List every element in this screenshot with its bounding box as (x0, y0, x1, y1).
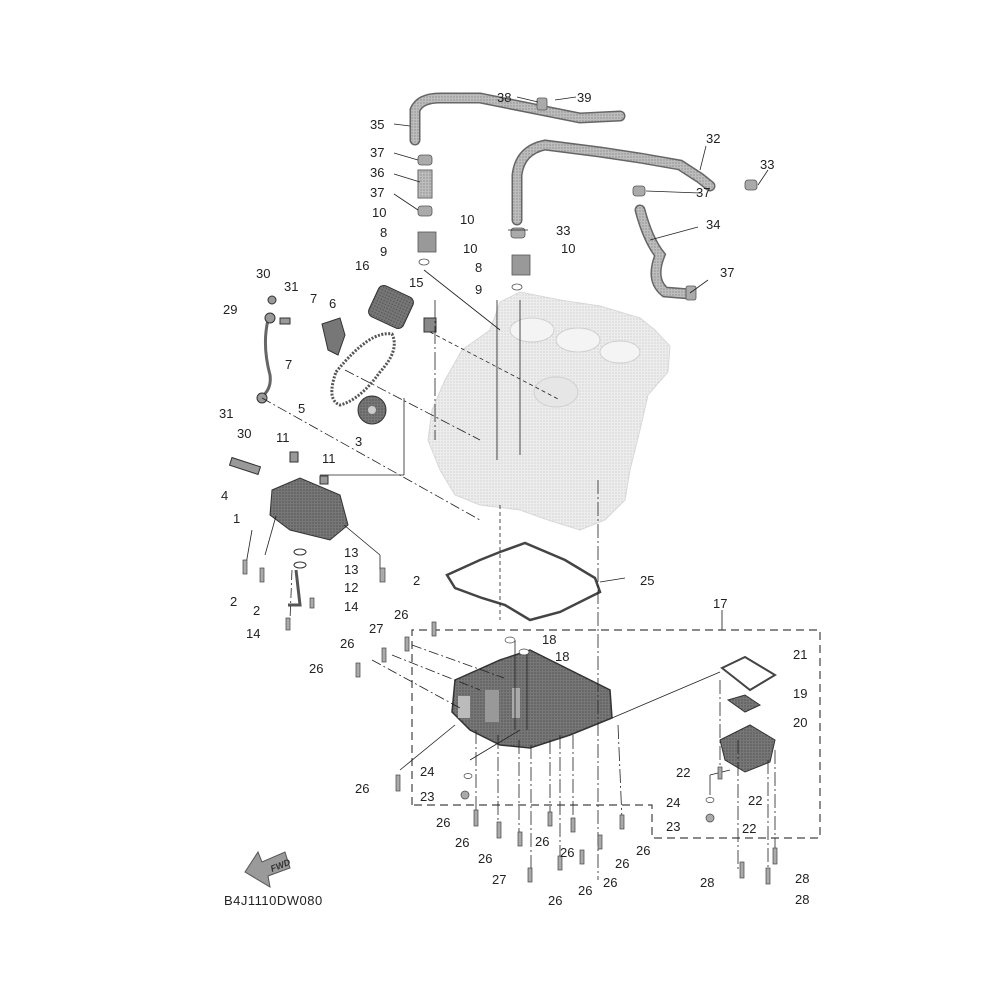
callout-26[interactable]: 26 (355, 781, 370, 796)
callout-2[interactable]: 2 (413, 573, 421, 588)
callout-26[interactable]: 26 (548, 893, 563, 908)
callout-9[interactable]: 9 (380, 244, 388, 259)
callout-31[interactable]: 31 (219, 406, 234, 421)
callout-33[interactable]: 33 (760, 157, 775, 172)
callout-26[interactable]: 26 (340, 636, 355, 651)
callout-35[interactable]: 35 (370, 117, 385, 132)
callout-27[interactable]: 27 (492, 872, 507, 887)
callout-15[interactable]: 15 (409, 275, 424, 290)
callout-5[interactable]: 5 (298, 401, 306, 416)
callout-9[interactable]: 9 (475, 282, 483, 297)
clamps (417, 97, 758, 301)
callout-37[interactable]: 37 (370, 145, 385, 160)
callout-28[interactable]: 28 (795, 871, 810, 886)
callout-17[interactable]: 17 (713, 596, 728, 611)
callout-26[interactable]: 26 (309, 661, 324, 676)
callout-7[interactable]: 7 (310, 291, 318, 306)
callout-29[interactable]: 29 (223, 302, 238, 317)
callout-38[interactable]: 38 (497, 90, 512, 105)
callout-10[interactable]: 10 (460, 212, 475, 227)
callout-10[interactable]: 10 (561, 241, 576, 256)
callout-37[interactable]: 37 (696, 185, 711, 200)
callout-26[interactable]: 26 (535, 834, 550, 849)
callout-26[interactable]: 26 (478, 851, 493, 866)
assembly-17-boundary (411, 629, 821, 839)
callout-22[interactable]: 22 (742, 821, 757, 836)
callout-7[interactable]: 7 (285, 357, 293, 372)
callout-11[interactable]: 11 (276, 430, 290, 445)
breather-hoses (409, 92, 716, 300)
callout-26[interactable]: 26 (436, 815, 451, 830)
callout-25[interactable]: 25 (640, 573, 655, 588)
callout-37[interactable]: 37 (370, 185, 385, 200)
callout-18[interactable]: 18 (555, 649, 570, 664)
callout-22[interactable]: 22 (748, 793, 763, 808)
forward-direction-arrow: FWD (244, 850, 292, 888)
callout-10[interactable]: 10 (372, 205, 387, 220)
callout-36[interactable]: 36 (370, 165, 385, 180)
callout-11[interactable]: 11 (322, 451, 336, 466)
callout-27[interactable]: 27 (369, 621, 384, 636)
callout-34[interactable]: 34 (706, 217, 721, 232)
crankcase (427, 291, 671, 531)
callout-22[interactable]: 22 (676, 765, 691, 780)
callout-10[interactable]: 10 (463, 241, 478, 256)
callout-13[interactable]: 13 (344, 545, 359, 560)
callout-24[interactable]: 24 (666, 795, 681, 810)
callout-20[interactable]: 20 (793, 715, 808, 730)
callout-8[interactable]: 8 (475, 260, 483, 275)
callout-4[interactable]: 4 (221, 488, 229, 503)
leader-lines (244, 96, 776, 880)
callout-2[interactable]: 2 (230, 594, 238, 609)
callout-13[interactable]: 13 (344, 562, 359, 577)
callout-37[interactable]: 37 (720, 265, 735, 280)
callout-26[interactable]: 26 (455, 835, 470, 850)
callout-23[interactable]: 23 (420, 789, 435, 804)
callout-30[interactable]: 30 (237, 426, 252, 441)
hose-36 (417, 169, 433, 199)
callout-26[interactable]: 26 (615, 856, 630, 871)
strainer-assembly (719, 655, 777, 773)
oil-pump (228, 451, 349, 607)
callout-2[interactable]: 2 (253, 603, 261, 618)
callout-1[interactable]: 1 (233, 511, 241, 526)
callout-39[interactable]: 39 (577, 90, 592, 105)
callout-28[interactable]: 28 (700, 875, 715, 890)
drive-chain (330, 332, 396, 425)
callout-26[interactable]: 26 (603, 875, 618, 890)
diagram-code: B4J1110DW080 (224, 893, 323, 908)
callout-26[interactable]: 26 (636, 843, 651, 858)
callout-26[interactable]: 26 (394, 607, 409, 622)
callout-26[interactable]: 26 (560, 845, 575, 860)
callout-14[interactable]: 14 (246, 626, 261, 641)
oil-pan-gasket (445, 541, 602, 622)
callout-16[interactable]: 16 (355, 258, 370, 273)
callout-21[interactable]: 21 (793, 647, 808, 662)
callout-18[interactable]: 18 (542, 632, 557, 647)
chain-guide-and-oil-line (256, 295, 346, 404)
fasteners (242, 559, 778, 885)
callout-28[interactable]: 28 (795, 892, 810, 907)
callout-31[interactable]: 31 (284, 279, 299, 294)
oil-filter (368, 285, 437, 333)
callout-24[interactable]: 24 (420, 764, 435, 779)
callout-26[interactable]: 26 (578, 883, 593, 898)
callout-14[interactable]: 14 (344, 599, 359, 614)
callout-3[interactable]: 3 (355, 434, 363, 449)
callout-12[interactable]: 12 (344, 580, 359, 595)
callout-19[interactable]: 19 (793, 686, 808, 701)
callout-30[interactable]: 30 (256, 266, 271, 281)
callout-33[interactable]: 33 (556, 223, 571, 238)
callout-8[interactable]: 8 (380, 225, 388, 240)
callout-32[interactable]: 32 (706, 131, 721, 146)
callout-6[interactable]: 6 (329, 296, 337, 311)
callout-23[interactable]: 23 (666, 819, 681, 834)
